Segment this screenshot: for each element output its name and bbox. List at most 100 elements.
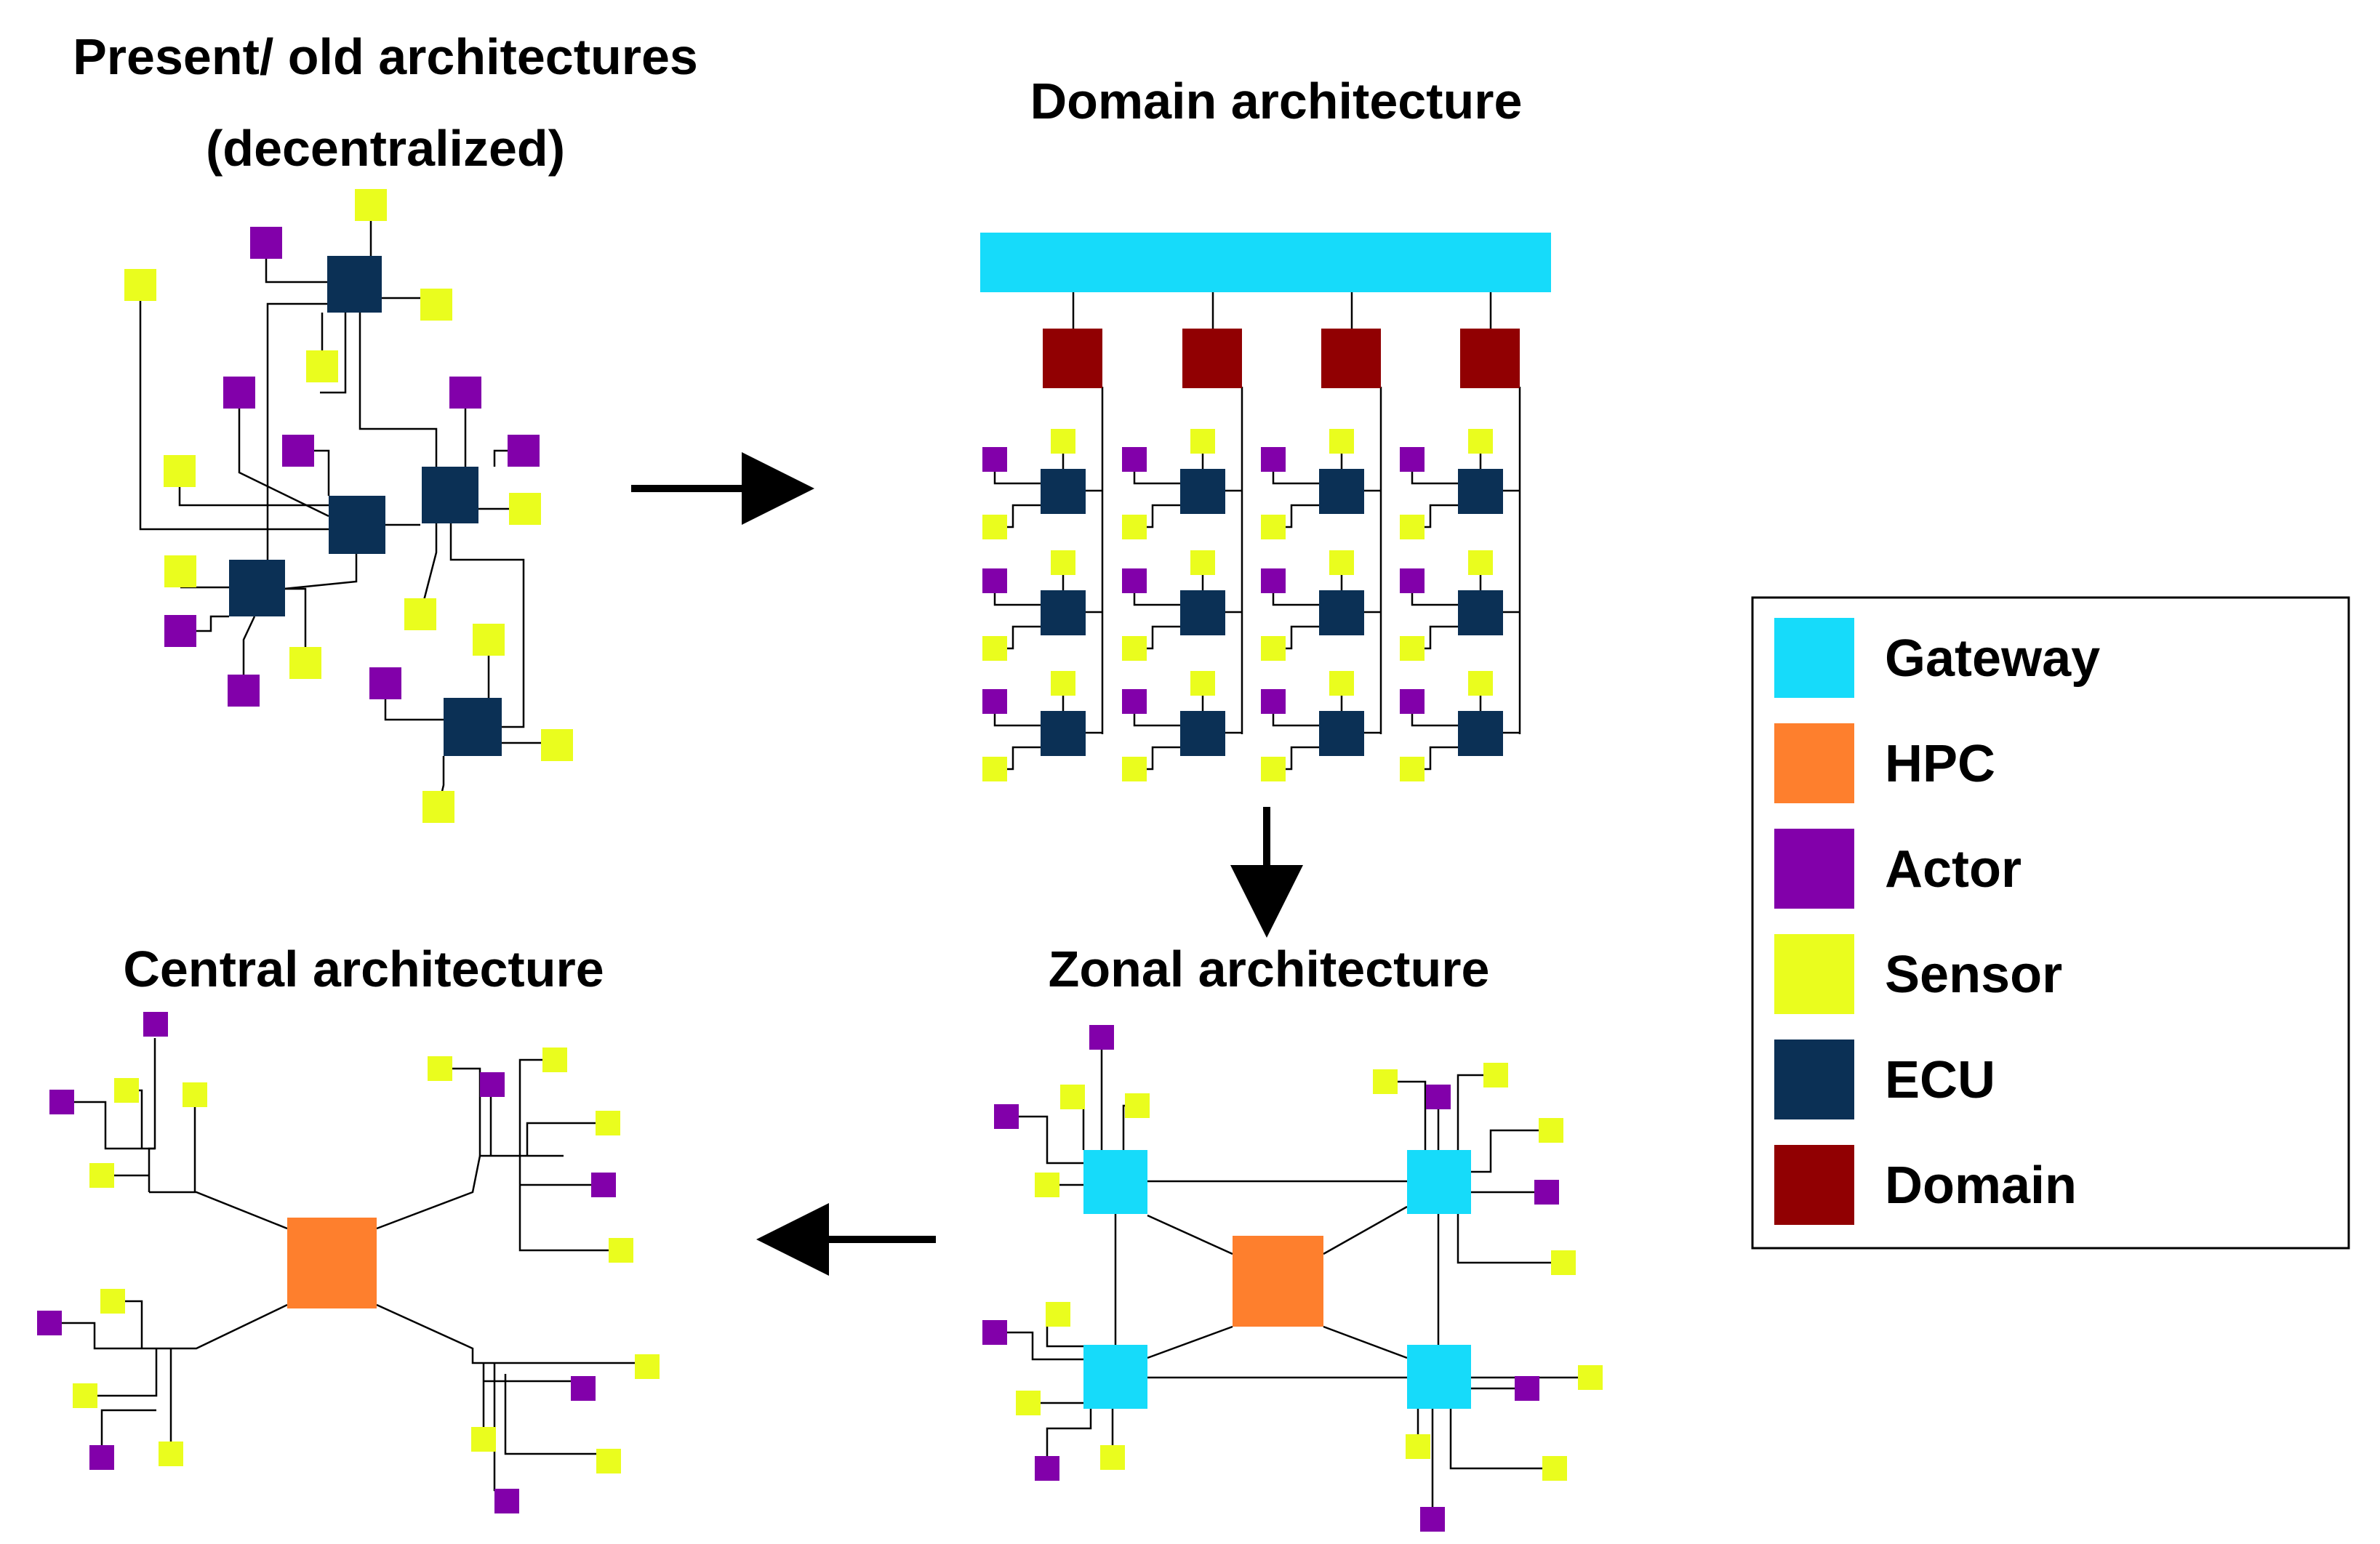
sensor-node <box>1468 550 1493 575</box>
sensor-node <box>1551 1250 1576 1275</box>
actor-node <box>1426 1085 1451 1109</box>
hpc-node <box>1233 1236 1323 1327</box>
sensor-node <box>73 1383 97 1408</box>
flow-arrows <box>631 452 1303 1276</box>
actor-node <box>508 435 540 467</box>
ecu-node <box>1458 590 1503 635</box>
ecu-node <box>1319 711 1364 756</box>
sensor-node <box>1261 757 1286 781</box>
actor-node <box>1261 689 1286 714</box>
domain-columns <box>982 292 1521 781</box>
actor-node <box>449 377 481 409</box>
sensor-node <box>289 647 321 679</box>
ecu-node <box>229 560 285 616</box>
sensor-node <box>1329 671 1354 696</box>
legend-swatch-domain <box>1774 1145 1854 1225</box>
sensor-node <box>1373 1069 1398 1094</box>
sensor-node <box>1542 1456 1567 1481</box>
sensor-node <box>1051 671 1075 696</box>
sensor-node <box>1483 1063 1508 1087</box>
ecu-node <box>1180 590 1225 635</box>
sensor-node <box>1051 429 1075 454</box>
actor-node <box>1400 689 1425 714</box>
present-title-line1: Present/ old architectures <box>73 28 698 85</box>
sensor-node <box>1190 429 1215 454</box>
sensor-node <box>1261 636 1286 661</box>
actor-node <box>494 1489 519 1513</box>
actor-node <box>1261 447 1286 472</box>
legend-label-hpc: HPC <box>1885 735 1995 793</box>
legend-swatch-sensor <box>1774 934 1854 1014</box>
actor-node <box>1122 689 1147 714</box>
actor-node <box>164 615 196 647</box>
ecu-node <box>1319 469 1364 514</box>
sensor-node <box>471 1427 496 1452</box>
legend-swatch-ecu <box>1774 1040 1854 1119</box>
actor-node <box>480 1072 505 1097</box>
gateway-bar <box>980 233 1551 292</box>
actor-node <box>89 1445 114 1470</box>
actor-node <box>143 1012 168 1037</box>
ecu-node <box>1319 590 1364 635</box>
sensor-node <box>1122 636 1147 661</box>
actor-node <box>282 435 314 467</box>
actor-node <box>1400 447 1425 472</box>
gateway-node <box>1407 1345 1471 1409</box>
present-architecture <box>124 189 573 823</box>
sensor-node <box>1190 671 1215 696</box>
central-architecture <box>37 1012 660 1513</box>
ecu-node <box>1041 469 1086 514</box>
domain-architecture <box>980 233 1551 781</box>
sensor-node <box>1261 515 1286 539</box>
sensor-node <box>1400 515 1425 539</box>
sensor-node <box>89 1163 114 1188</box>
sensor-node <box>164 455 196 487</box>
actor-node <box>1400 568 1425 593</box>
actor-node <box>1089 1025 1114 1050</box>
domain-node <box>1043 329 1102 388</box>
legend-swatch-actor <box>1774 829 1854 909</box>
sensor-node <box>1578 1365 1603 1390</box>
sensor-node <box>596 1111 620 1135</box>
ecu-node <box>1041 590 1086 635</box>
sensor-node <box>473 624 505 656</box>
gateway-node <box>1407 1150 1471 1214</box>
central-nodes <box>37 1012 660 1513</box>
gateway-node <box>1083 1345 1147 1409</box>
actor-node <box>49 1090 74 1114</box>
actor-node <box>1261 568 1286 593</box>
actor-node <box>982 1320 1007 1345</box>
actor-node <box>369 667 401 699</box>
ecu-node <box>444 698 502 756</box>
present-lines <box>139 204 553 808</box>
ecu-node <box>329 496 385 554</box>
sensor-node <box>596 1449 621 1473</box>
central-title: Central architecture <box>123 941 604 997</box>
actor-node <box>1122 568 1147 593</box>
sensor-node <box>420 289 452 321</box>
sensor-node <box>428 1056 452 1081</box>
sensor-node <box>982 515 1007 539</box>
sensor-node <box>1400 636 1425 661</box>
sensor-node <box>114 1078 139 1103</box>
actor-node <box>571 1376 596 1401</box>
legend-label-sensor: Sensor <box>1885 946 2062 1004</box>
sensor-node <box>541 729 573 761</box>
actor-node <box>982 568 1007 593</box>
actor-node <box>1035 1456 1059 1481</box>
zonal-architecture <box>982 1025 1603 1532</box>
sensor-node <box>1406 1434 1430 1459</box>
sensor-node <box>1468 671 1493 696</box>
actor-node <box>1515 1376 1539 1401</box>
actor-node <box>228 675 260 707</box>
domain-node <box>1460 329 1520 388</box>
legend-box <box>1751 596 2350 1250</box>
sensor-node <box>982 636 1007 661</box>
ecu-node <box>1180 469 1225 514</box>
legend-swatch-gateway <box>1774 618 1854 698</box>
sensor-node <box>1122 757 1147 781</box>
sensor-node <box>124 269 156 301</box>
